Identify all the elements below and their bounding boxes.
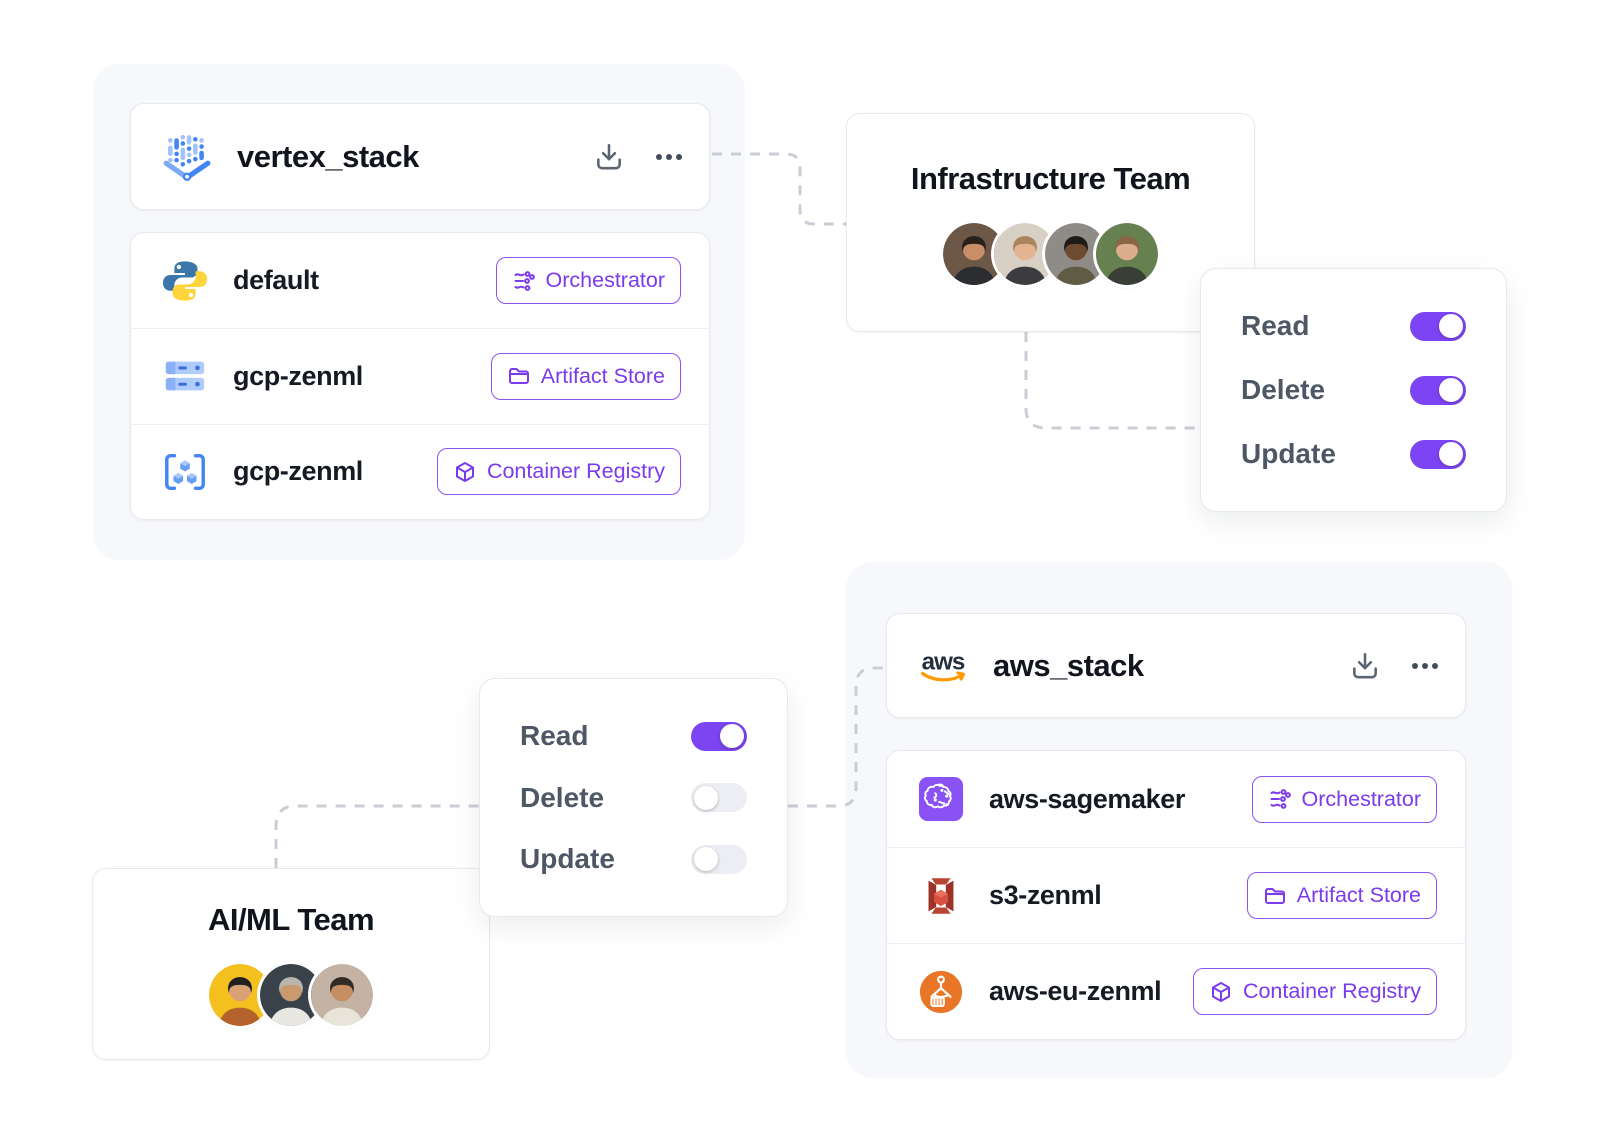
permission-row: Update <box>520 842 747 876</box>
python-icon <box>161 257 209 305</box>
permission-label: Delete <box>520 781 605 813</box>
container-registry-badge: Container Registry <box>1192 968 1437 1015</box>
cube-icon <box>455 461 474 482</box>
vertex-ai-icon <box>161 131 213 183</box>
component-row: s3-zenml Artifact Store <box>887 847 1465 943</box>
team-title: Infrastructure Team <box>910 160 1191 196</box>
permission-label: Update <box>520 843 615 874</box>
delete-toggle[interactable] <box>691 783 747 812</box>
gcp-artifact-store-icon <box>161 352 209 400</box>
stack-title: vertex_stack <box>237 138 419 174</box>
component-row: gcp-zenml Container Registry <box>131 423 709 519</box>
avatar <box>311 964 373 1026</box>
permission-row: Delete <box>520 781 747 815</box>
stack-title: aws_stack <box>993 647 1144 683</box>
more-ellipsis-icon[interactable] <box>1407 648 1443 684</box>
toggle-knob <box>1439 442 1463 466</box>
permissions-card-infrastructure: Read Delete Update <box>1200 268 1507 512</box>
connector-aiml-team-to-permissions <box>274 804 479 868</box>
component-row: default Orchestrator <box>131 233 709 329</box>
badge-label: Container Registry <box>1242 979 1421 1003</box>
permission-label: Read <box>520 720 589 751</box>
team-avatars <box>943 223 1158 285</box>
vertex-stack-card: vertex_stack <box>130 103 710 210</box>
orchestrator-badge: Orchestrator <box>1251 775 1437 823</box>
svg-text:aws: aws <box>922 648 965 675</box>
aws-components-card: aws-sagemaker Orchestrator <box>886 750 1466 1040</box>
vertex-components-card: default Orchestrator <box>130 232 710 520</box>
download-icon[interactable] <box>1347 648 1383 684</box>
component-name: default <box>233 265 319 296</box>
orchestrator-icon <box>1270 789 1291 809</box>
read-toggle[interactable] <box>1410 311 1466 341</box>
aiml-team-card: AI/ML Team <box>92 868 490 1060</box>
orchestrator-icon <box>514 270 535 291</box>
permission-row: Read <box>520 719 747 753</box>
component-row: gcp-zenml Artifact Store <box>131 328 709 424</box>
component-name: s3-zenml <box>989 880 1102 910</box>
permissions-card-aiml: Read Delete Update <box>479 678 788 917</box>
badge-label: Orchestrator <box>545 268 665 293</box>
toggle-knob <box>694 785 718 810</box>
toggle-knob <box>694 847 718 871</box>
delete-toggle[interactable] <box>1410 375 1466 405</box>
team-avatars <box>209 964 373 1026</box>
artifact-store-badge: Artifact Store <box>1246 872 1437 919</box>
permission-row: Read <box>1241 309 1466 343</box>
permission-label: Read <box>1241 310 1310 341</box>
infrastructure-team-card: Infrastructure Team <box>846 113 1255 332</box>
component-row: aws-sagemaker Orchestrator <box>887 751 1465 847</box>
component-name: aws-sagemaker <box>989 783 1185 814</box>
gcp-container-registry-icon <box>161 448 209 496</box>
sagemaker-icon <box>917 775 965 823</box>
orchestrator-badge: Orchestrator <box>495 257 681 305</box>
badge-label: Artifact Store <box>1296 883 1421 907</box>
folder-icon <box>1264 887 1285 904</box>
permission-row: Update <box>1241 437 1466 471</box>
aws-logo-icon: aws <box>917 640 969 692</box>
connector-infra-team-to-permissions <box>1024 332 1200 430</box>
read-toggle[interactable] <box>691 721 747 751</box>
avatar <box>1096 223 1158 285</box>
permission-row: Delete <box>1241 373 1466 407</box>
component-name: gcp-zenml <box>233 360 363 391</box>
toggle-knob <box>1439 314 1463 338</box>
update-toggle[interactable] <box>691 844 747 874</box>
permission-label: Update <box>1241 438 1336 469</box>
component-name: aws-eu-zenml <box>989 976 1162 1006</box>
more-ellipsis-icon[interactable] <box>651 139 687 175</box>
download-icon[interactable] <box>591 139 627 175</box>
update-toggle[interactable] <box>1410 439 1466 469</box>
badge-label: Orchestrator <box>1301 786 1421 811</box>
component-row: aws-eu-zenml Container Registry <box>887 943 1465 1039</box>
toggle-knob <box>1439 378 1463 402</box>
badge-label: Container Registry <box>486 459 665 484</box>
aws-stack-card: aws aws_stack <box>886 613 1466 718</box>
permission-label: Delete <box>1241 374 1326 405</box>
s3-icon <box>917 872 965 920</box>
component-name: gcp-zenml <box>233 456 363 487</box>
artifact-store-badge: Artifact Store <box>490 352 681 400</box>
team-title: AI/ML Team <box>207 902 375 937</box>
toggle-knob <box>720 724 744 748</box>
container-registry-badge: Container Registry <box>436 448 681 496</box>
ecr-icon <box>917 968 965 1016</box>
badge-label: Artifact Store <box>540 363 665 388</box>
folder-icon <box>508 368 529 385</box>
cube-icon <box>1211 981 1230 1002</box>
